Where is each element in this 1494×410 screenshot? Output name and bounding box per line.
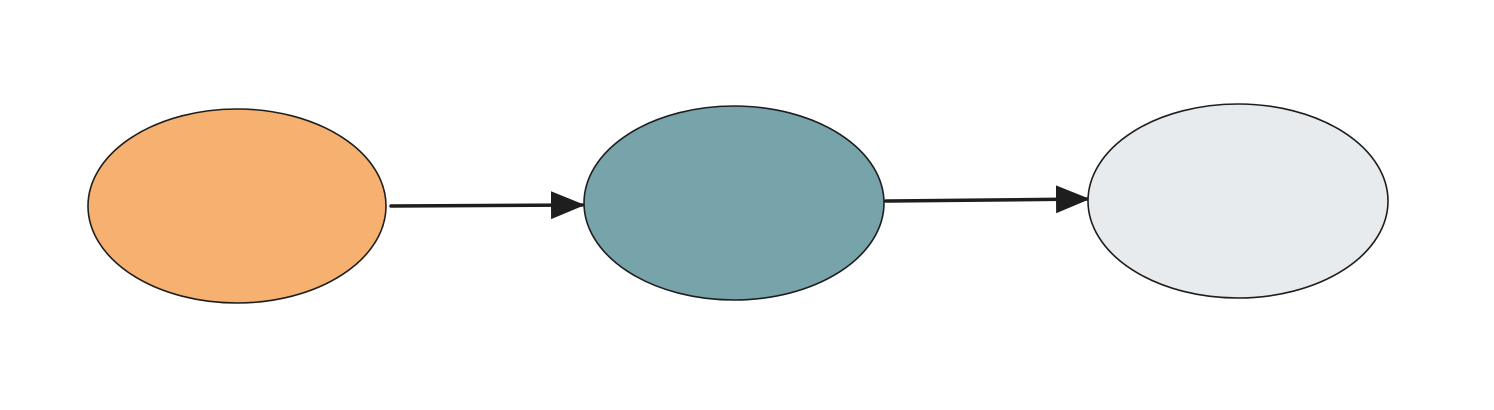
edge-node-1-to-node-2[interactable] <box>389 191 585 220</box>
node-1-ellipse[interactable] <box>87 108 387 304</box>
node-3-ellipse[interactable] <box>1087 103 1389 299</box>
edge-node-2-to-node-3[interactable] <box>884 185 1090 214</box>
node-2-ellipse[interactable] <box>583 105 885 301</box>
